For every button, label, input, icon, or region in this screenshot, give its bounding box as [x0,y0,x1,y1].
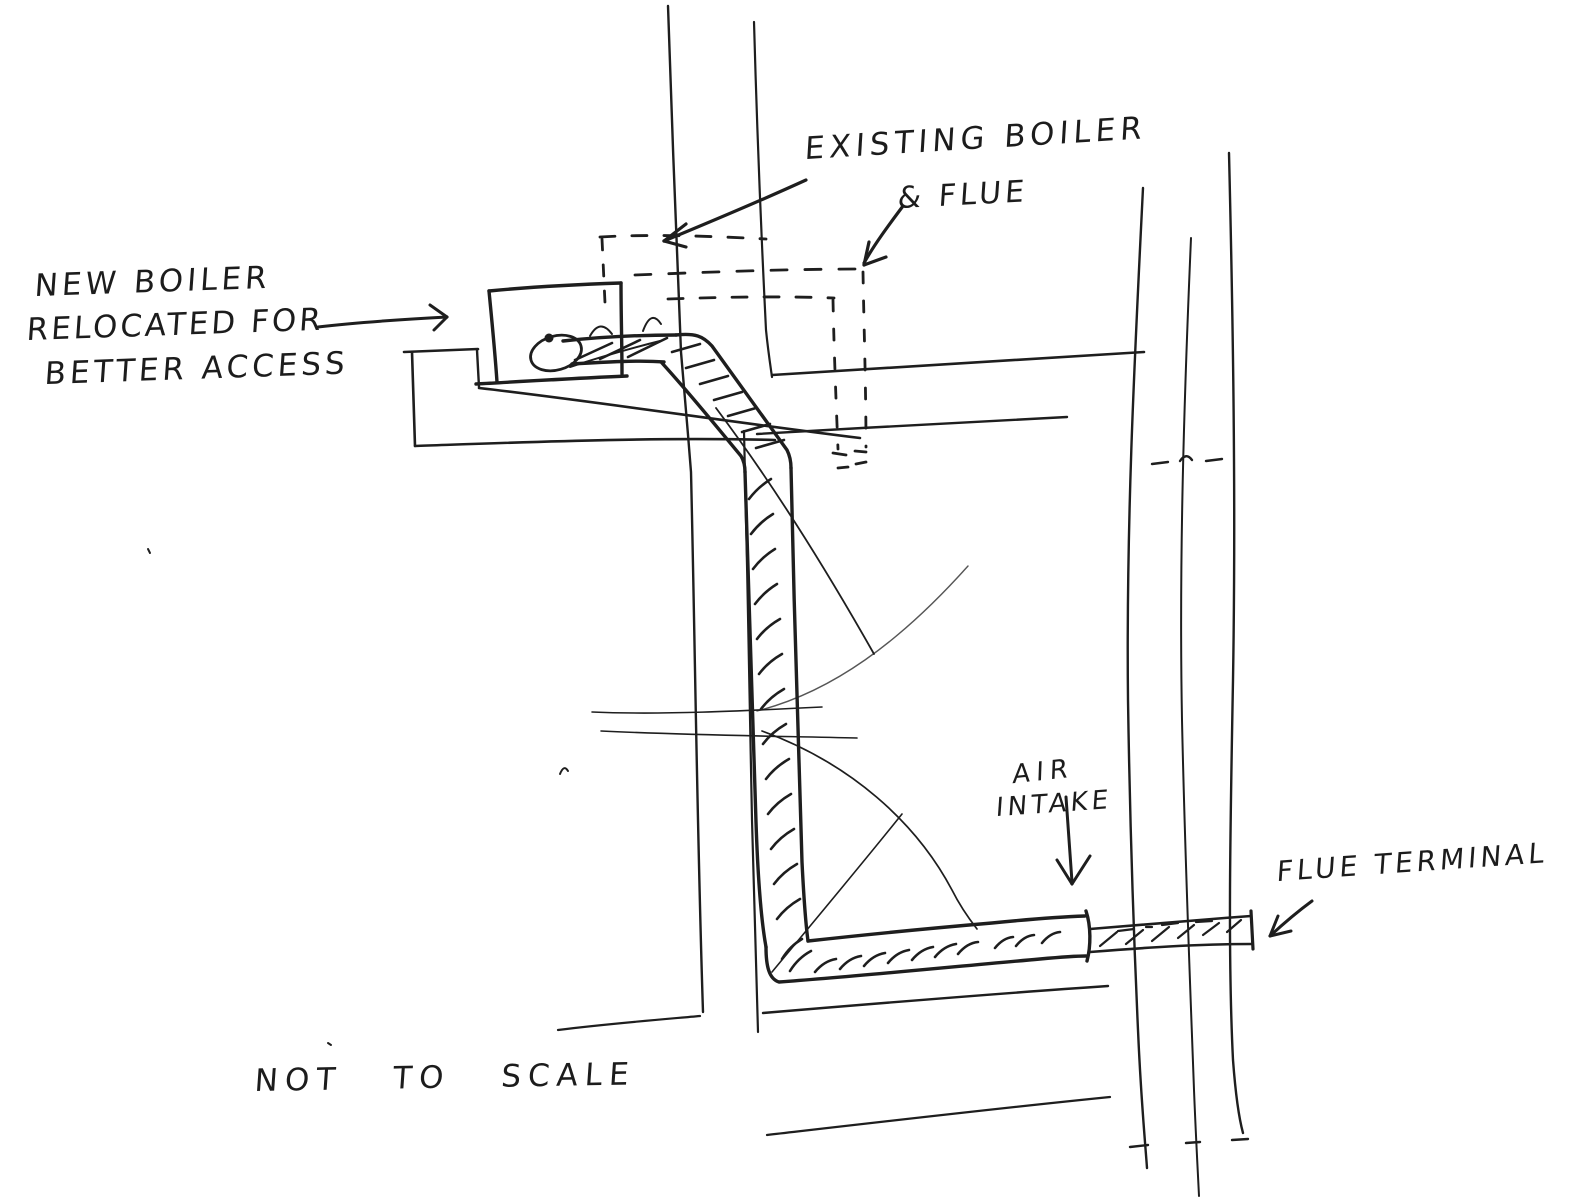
not-to-scale-note: NOT TO SCALE [253,1056,637,1100]
existing-boiler-label-line2: & FLUE [896,174,1030,217]
new-boiler-box [474,281,629,386]
terminal-dashed-guide [1116,919,1214,933]
flue-pipe-outline [561,332,1255,984]
construction-lines [147,407,978,1046]
flue-connector-oval [529,316,662,373]
arrow-existing-boiler [662,178,808,249]
arrow-new-boiler [316,303,449,332]
arrow-air-intake [1055,795,1092,886]
pipe-hatching [569,336,1243,974]
wall-lines [402,4,1245,1197]
arrow-flue-terminal [1268,899,1314,938]
arrow-existing-flue [862,204,905,267]
existing-boiler-dashed-outline [598,234,868,470]
wall-pass-through-dashes [1128,455,1250,1149]
